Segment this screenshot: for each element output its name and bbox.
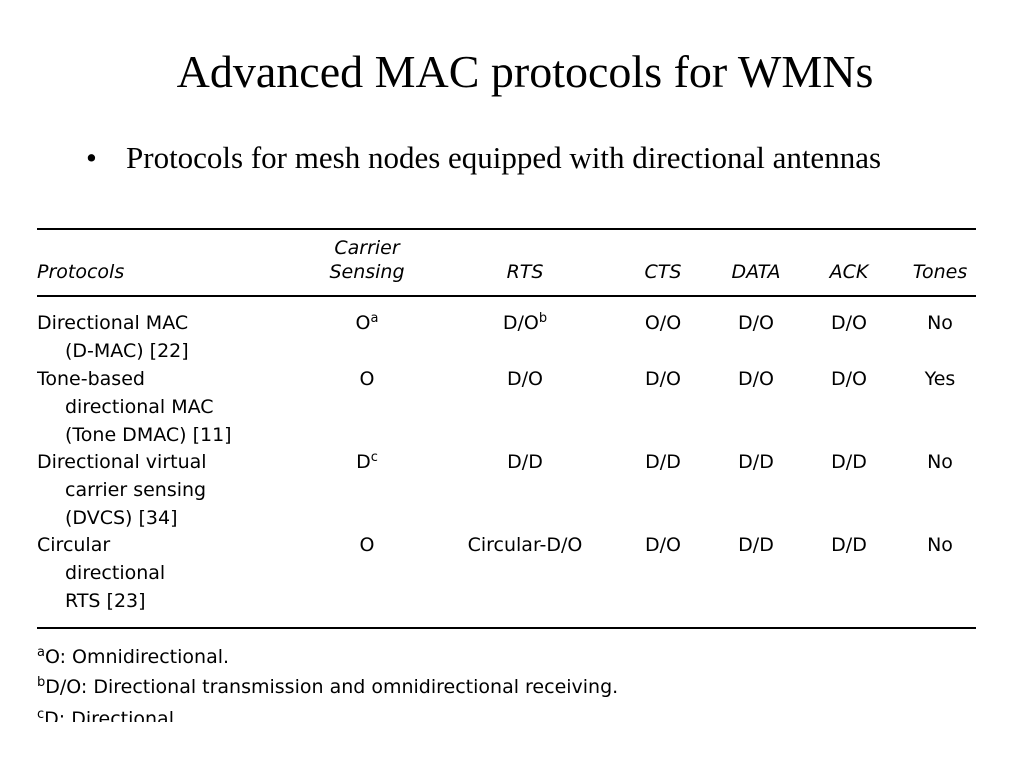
cell-value: D [356, 451, 371, 473]
footnote-mark: a [370, 311, 379, 326]
ack-cell: D/O [831, 312, 867, 334]
table-row-protocol: Directional MAC (D-MAC) [22] [37, 309, 319, 365]
rts-cell: D/O [435, 365, 615, 393]
table-row-protocol: Tone-based directional MAC (Tone DMAC) [… [37, 365, 319, 449]
footnote-mark: b [37, 675, 46, 690]
footnote-text: O: Omnidirectional. [44, 646, 230, 668]
table-top-rule [37, 228, 976, 230]
carrier-sensing-cell: Dc [319, 448, 415, 476]
tones-cell: Yes [924, 368, 956, 390]
bullet-text: Protocols for mesh nodes equipped with d… [126, 140, 882, 175]
header-carrier-sensing: Carrier Sensing [329, 237, 405, 283]
footnote-text: D/O: Directional transmission and omnidi… [45, 676, 619, 698]
bullet-marker: • [86, 140, 97, 175]
protocol-name-line: Circular [37, 534, 111, 556]
header-data: DATA [731, 261, 781, 283]
footnote: cD: Directional. [37, 705, 180, 722]
cell-value: D/O [502, 312, 539, 334]
data-cell: D/D [738, 451, 774, 473]
cell-value: D/D [507, 451, 543, 473]
protocol-name-line: Directional virtual [37, 451, 207, 473]
ack-cell: D/D [831, 534, 867, 556]
protocol-name-line: directional [65, 562, 166, 584]
header-rts: RTS [506, 261, 544, 283]
protocol-name-line: (DVCS) [34] [65, 507, 178, 529]
protocol-table: Protocols Carrier Sensing RTS CTS DATA A… [37, 228, 976, 722]
rts-cell: D/D [435, 448, 615, 476]
carrier-sensing-cell: Oa [319, 309, 415, 337]
table-row-protocol: Circular directional RTS [23] [37, 531, 319, 615]
data-cell: D/O [738, 312, 774, 334]
cts-cell: D/O [645, 534, 681, 556]
protocol-name-line: directional MAC [65, 396, 214, 418]
footnote-mark: b [538, 311, 548, 326]
rts-cell: Circular-D/O [435, 531, 615, 559]
table-header-rule [37, 295, 976, 297]
header-protocols: Protocols [37, 261, 125, 283]
protocol-name-line: Tone-based [37, 368, 145, 390]
tones-cell: No [927, 451, 953, 473]
footnote-mark: c [370, 450, 378, 465]
cell-value: O [359, 368, 375, 390]
cell-value: D/O [507, 368, 543, 390]
carrier-sensing-cell: O [319, 365, 415, 393]
footnote: bD/O: Directional transmission and omnid… [37, 673, 618, 701]
cell-value: O [355, 312, 371, 334]
protocol-name-line: carrier sensing [65, 479, 207, 501]
rts-cell: D/Ob [435, 309, 615, 337]
header-cts: CTS [644, 261, 682, 283]
data-cell: D/D [738, 534, 774, 556]
protocol-name-line: (D-MAC) [22] [65, 340, 189, 362]
cts-cell: D/O [645, 368, 681, 390]
protocol-name-line: RTS [23] [65, 590, 146, 612]
protocol-name-line: (Tone DMAC) [11] [65, 424, 232, 446]
protocol-name-line: Directional MAC [37, 312, 189, 334]
tones-cell: No [927, 534, 953, 556]
header-tones: Tones [912, 261, 968, 283]
slide-title: Advanced MAC protocols for WMNs [176, 46, 874, 97]
table-bottom-rule [37, 627, 976, 629]
ack-cell: D/D [831, 451, 867, 473]
carrier-sensing-cell: O [319, 531, 415, 559]
footnote-mark: c [37, 707, 45, 722]
header-ack: ACK [829, 261, 869, 283]
cts-cell: O/O [644, 312, 682, 334]
cell-value: Circular-D/O [467, 534, 583, 556]
footnote-text: D: Directional. [44, 708, 181, 722]
tones-cell: No [927, 312, 953, 334]
cell-value: O [359, 534, 375, 556]
cts-cell: D/D [645, 451, 681, 473]
table-row-protocol: Directional virtual carrier sensing (DVC… [37, 448, 319, 532]
ack-cell: D/O [831, 368, 867, 390]
footnote: aO: Omnidirectional. [37, 643, 229, 671]
footnote-mark: a [37, 645, 45, 660]
data-cell: D/O [738, 368, 774, 390]
